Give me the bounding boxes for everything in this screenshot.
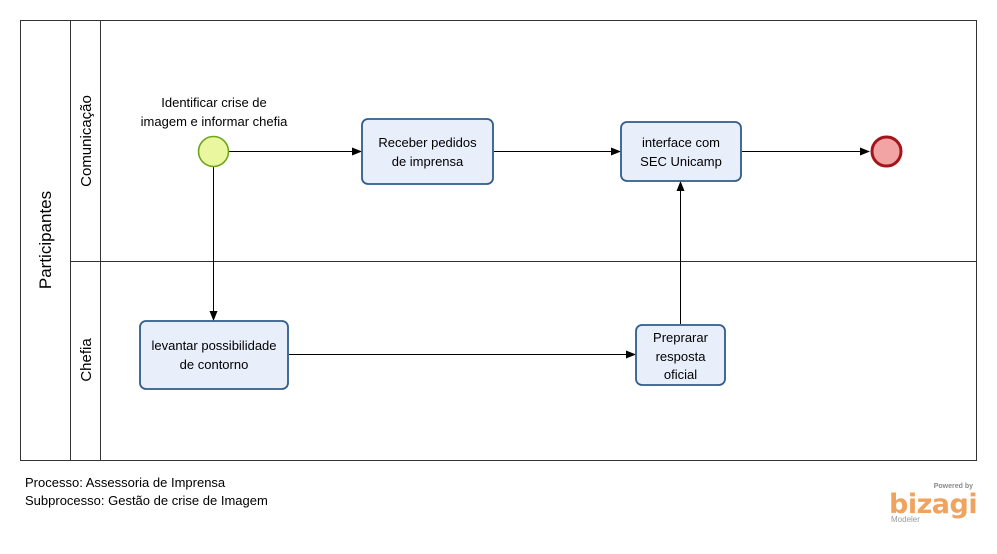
pool-border	[20, 20, 977, 461]
task-receber-pedidos: Receber pedidos de imprensa	[361, 118, 494, 185]
lane-label-comunicacao: Comunicação	[78, 95, 95, 187]
footer-subprocess: Subprocesso: Gestão de crise de Imagem	[25, 493, 268, 508]
task-label-line: levantar possibilidade	[151, 338, 276, 353]
bizagi-logo: Powered by bizagi Modeler	[889, 483, 978, 524]
task-shape	[361, 118, 494, 185]
end-event	[870, 135, 903, 168]
pool-label: Participantes	[36, 191, 55, 289]
logo-brand: bizagi	[889, 489, 977, 520]
task-label-line: de imprensa	[392, 154, 464, 169]
logo-product: Modeler	[891, 515, 920, 524]
task-label-line: oficial	[664, 367, 697, 382]
task-preprarar-resposta-oficial: Preprarar resposta oficial	[635, 324, 726, 386]
lane-label-chefia: Chefia	[78, 338, 95, 382]
start-event-label-line-1: Identificar crise de	[161, 95, 267, 110]
footer: Processo: Assessoria de Imprensa Subproc…	[25, 475, 268, 508]
task-label-line: Receber pedidos	[378, 135, 477, 150]
task-label-line: interface com	[642, 135, 720, 150]
task-shape	[139, 320, 289, 390]
start-event-circle	[197, 135, 230, 168]
logo-powered-by: Powered by	[934, 483, 973, 490]
task-levantar-possibilidade: levantar possibilidade de contorno	[139, 320, 289, 390]
task-label-line: SEC Unicamp	[640, 154, 722, 169]
task-shape	[620, 121, 742, 182]
start-event: Identificar crise de imagem e informar c…	[141, 95, 288, 168]
task-shape	[635, 324, 726, 386]
footer-process: Processo: Assessoria de Imprensa	[25, 475, 226, 490]
task-interface-sec-unicamp: interface com SEC Unicamp	[620, 121, 742, 182]
start-event-label-line-2: imagem e informar chefia	[141, 114, 288, 129]
task-label-line: resposta	[656, 349, 707, 364]
pool: Participantes Comunicação Chefia	[20, 20, 977, 461]
sequence-flows	[209, 147, 870, 359]
task-label-line: Preprarar	[653, 330, 709, 345]
task-label-line: de contorno	[180, 357, 249, 372]
end-event-circle	[870, 135, 903, 168]
